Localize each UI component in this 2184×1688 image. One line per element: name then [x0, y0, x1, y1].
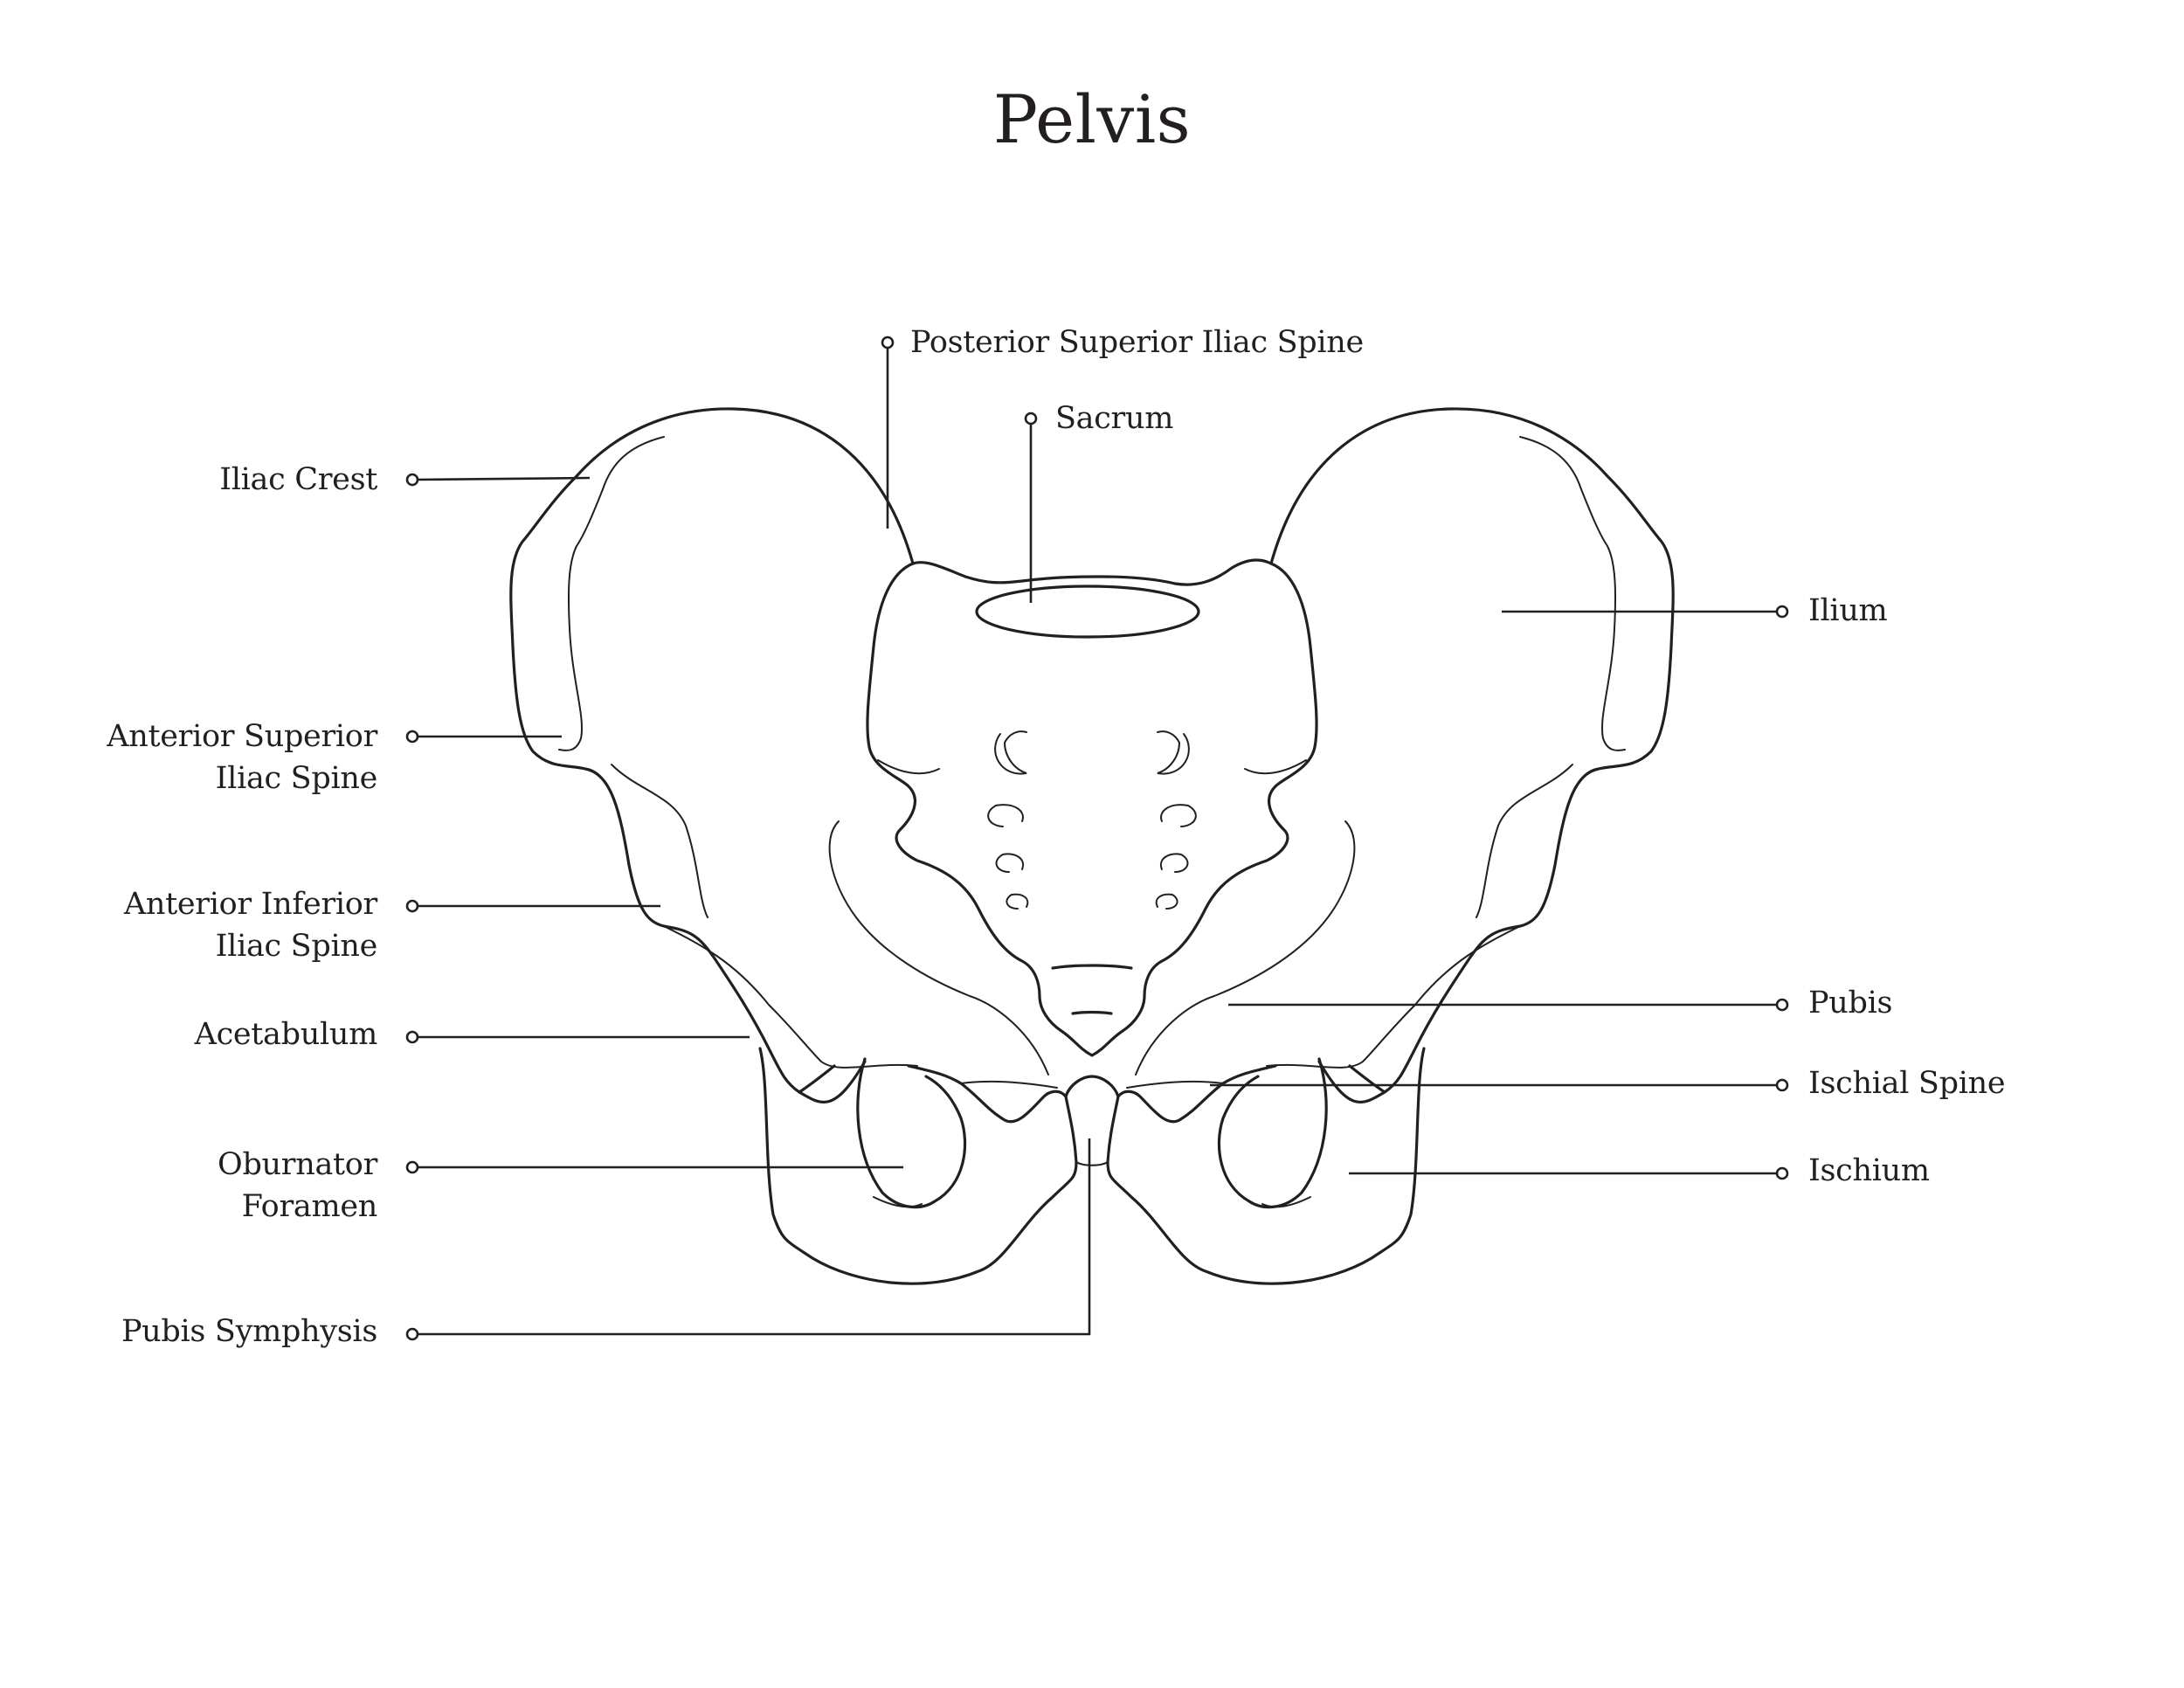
- label-anterior-inferior-iliac-spine: Anterior Inferior Iliac Spine: [124, 883, 377, 967]
- label-acetabulum: Acetabulum: [194, 1013, 378, 1055]
- label-anterior-superior-iliac-spine: Anterior Superior Iliac Spine: [107, 716, 377, 799]
- label-pubis-symphysis: Pubis Symphysis: [121, 1311, 377, 1352]
- label-ischium-text: Ischium: [1808, 1153, 1930, 1188]
- label-ilium-text: Ilium: [1808, 593, 1888, 628]
- label-asis-line2: Iliac Spine: [215, 761, 378, 796]
- label-ilium: Ilium: [1808, 590, 1888, 632]
- label-iliac-crest: Iliac Crest: [219, 459, 377, 501]
- label-posterior-superior-iliac-spine: Posterior Superior Iliac Spine: [910, 322, 1364, 363]
- label-pubis: Pubis: [1808, 982, 1892, 1024]
- leader-lines: [405, 336, 1789, 1341]
- label-acetabulum-text: Acetabulum: [194, 1017, 378, 1052]
- label-ischial-spine-text: Ischial Spine: [1808, 1066, 2006, 1101]
- label-obturator-foramen: Oburnator Foramen: [218, 1144, 377, 1228]
- label-ischium: Ischium: [1808, 1150, 1930, 1192]
- label-pubis-text: Pubis: [1808, 986, 1893, 1020]
- label-ischial-spine: Ischial Spine: [1808, 1062, 2006, 1104]
- label-asis-line1: Anterior Superior: [107, 719, 377, 754]
- label-aiis-line2: Iliac Spine: [215, 929, 378, 964]
- label-obturator-line1: Oburnator: [218, 1147, 377, 1182]
- label-sacrum: Sacrum: [1055, 398, 1173, 439]
- label-aiis-line1: Anterior Inferior: [123, 887, 377, 922]
- label-obturator-line2: Foramen: [241, 1189, 378, 1224]
- label-psis-text: Posterior Superior Iliac Spine: [910, 325, 1364, 360]
- pelvis-bone-outline: [509, 407, 1675, 1285]
- label-sacrum-text: Sacrum: [1055, 401, 1174, 436]
- page-title: Pelvis: [992, 80, 1192, 158]
- label-pubis-symphysis-text: Pubis Symphysis: [121, 1314, 377, 1349]
- label-iliac-crest-text: Iliac Crest: [219, 462, 377, 497]
